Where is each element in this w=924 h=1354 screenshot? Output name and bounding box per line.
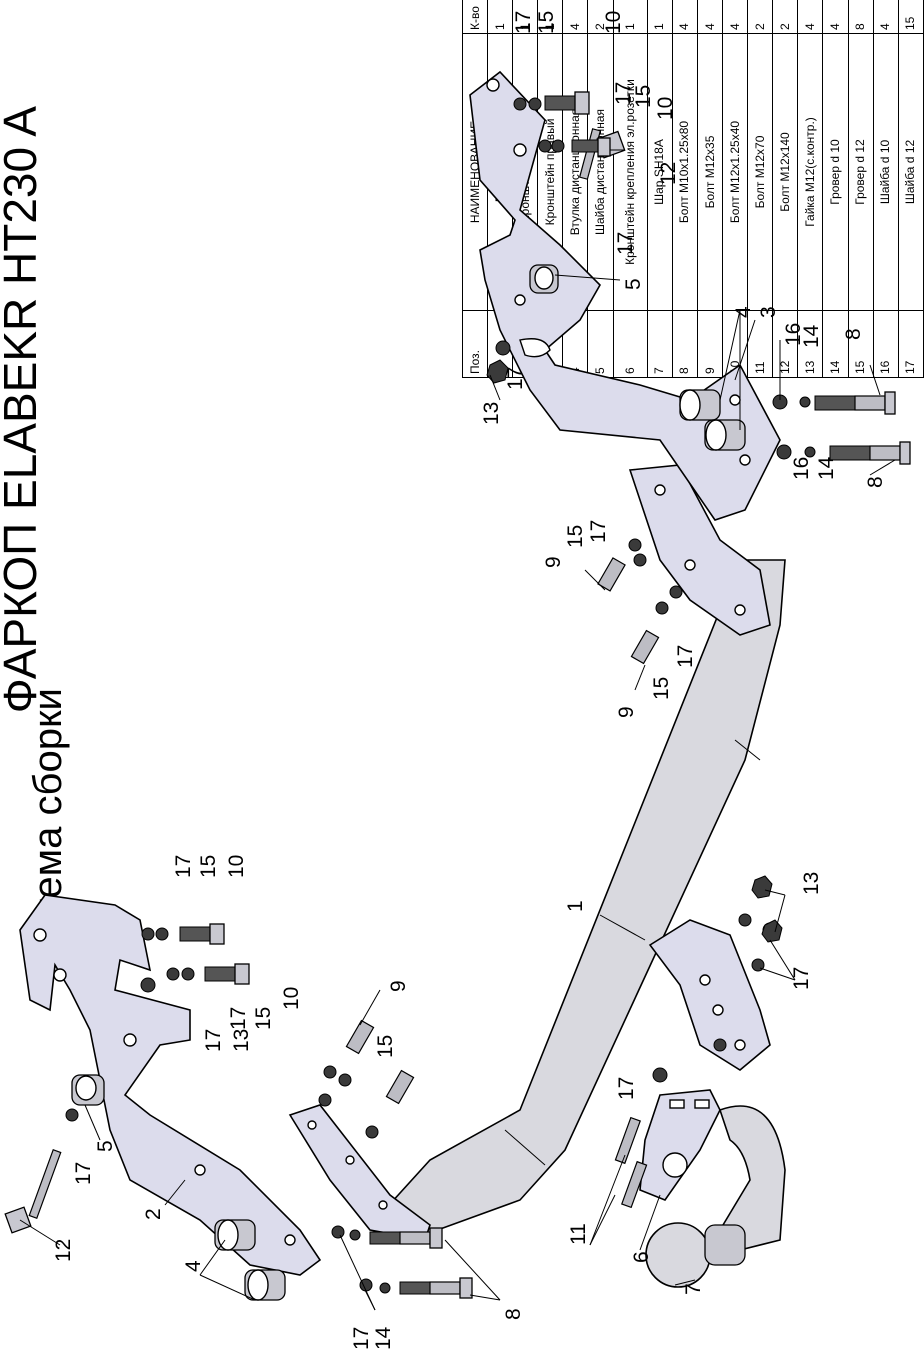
callout-10c: 10 (225, 855, 248, 878)
callout-4: 4 (732, 306, 755, 318)
bolts-10-left (140, 923, 250, 993)
callout-6: 6 (630, 1251, 653, 1263)
callout-15f: 15 (252, 1007, 275, 1030)
callout-17: 17 (512, 11, 535, 34)
bolts-11 (614, 1067, 668, 1209)
callout-15d: 15 (650, 677, 673, 700)
callout-10b: 10 (654, 97, 677, 120)
callout-14c: 14 (372, 1326, 395, 1350)
callout-16c: 17 (350, 1327, 373, 1350)
callout-7: 7 (682, 1283, 705, 1295)
callout-15g: 15 (374, 1035, 397, 1058)
callout-15e: 15 (197, 855, 220, 878)
callout-labels: 1 2 3 4 4 5 5 6 7 8 8 8 9 9 9 10 10 10 1… (52, 11, 887, 1350)
callout-17i: 17 (172, 855, 195, 878)
callout-14: 14 (800, 324, 823, 348)
bolts-10-right (513, 91, 611, 157)
bolts-8-right (772, 391, 911, 465)
right-tube-plate (628, 464, 771, 636)
callout-15b: 15 (632, 85, 655, 108)
beam-tube (378, 559, 786, 1241)
callout-4b: 4 (182, 1260, 205, 1272)
callout-1: 1 (564, 900, 587, 912)
bolts-9-left (318, 1019, 415, 1139)
left-spacers (71, 1074, 286, 1301)
bolts-8-left (331, 1225, 473, 1299)
callout-2: 2 (142, 1208, 165, 1220)
callout-8: 8 (842, 328, 865, 340)
right-spacers (529, 264, 746, 451)
callout-17h: 17 (615, 1077, 638, 1100)
callout-17c: 17 (614, 232, 637, 255)
callout-17f: 17 (674, 645, 697, 668)
callout-11: 11 (567, 1223, 590, 1245)
left-tube-plate (288, 1104, 431, 1241)
callout-13c: 13 (230, 1029, 253, 1052)
callout-12: 12 (657, 162, 680, 185)
callout-17j: 17 (227, 1007, 250, 1030)
callout-5: 5 (622, 278, 645, 290)
callout-17k: 17 (202, 1029, 225, 1052)
bolts-9-right (597, 538, 683, 665)
left-bracket (19, 894, 322, 1276)
leader-lines (19, 149, 896, 1311)
callout-10d: 10 (280, 987, 303, 1010)
callout-14b: 14 (815, 456, 838, 480)
callout-17g: 17 (790, 967, 813, 990)
callout-15: 15 (535, 11, 558, 34)
callout-8c: 8 (502, 1308, 525, 1320)
callout-17b: 17 (612, 82, 635, 105)
callout-17d: 17 (504, 367, 527, 390)
bolt-12-left (4, 1108, 79, 1234)
callout-16b: 16 (790, 457, 813, 480)
callout-9: 9 (542, 556, 565, 568)
callout-17e: 17 (587, 520, 610, 543)
callout-5b: 5 (94, 1140, 117, 1152)
callout-12b: 12 (52, 1239, 75, 1262)
callout-13: 13 (480, 402, 503, 425)
callout-17l: 17 (72, 1162, 95, 1185)
right-bracket (469, 70, 781, 521)
callout-9c: 9 (387, 980, 410, 992)
callout-13b: 13 (800, 872, 823, 895)
callout-8b: 8 (864, 476, 887, 488)
socket-bracket (639, 1089, 721, 1201)
callout-9b: 9 (615, 706, 638, 718)
callout-16: 16 (782, 323, 805, 346)
tow-ball (645, 1105, 786, 1288)
callout-15c: 15 (564, 525, 587, 548)
callout-10: 10 (602, 11, 625, 34)
callout-3: 3 (757, 306, 780, 318)
